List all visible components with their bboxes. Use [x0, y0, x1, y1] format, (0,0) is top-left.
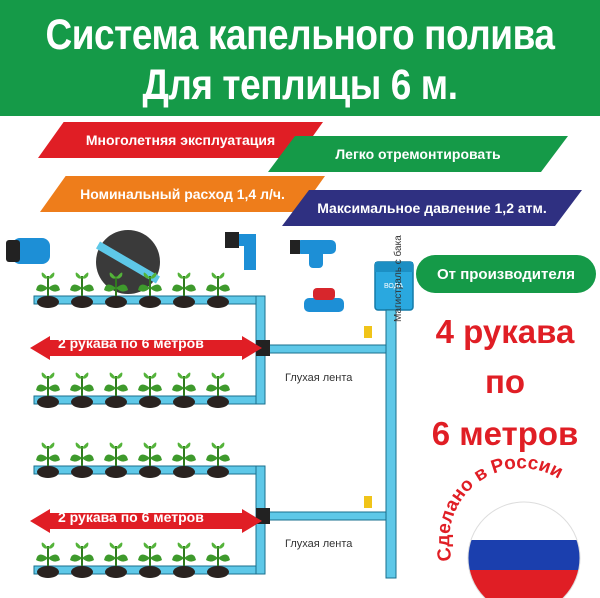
- feature-banner-repair: Легко отремонтировать: [268, 136, 568, 172]
- valve-photo: [304, 288, 344, 312]
- water-tank: [374, 261, 414, 311]
- feature-banner-longevity: Многолетняя эксплуатация: [38, 122, 323, 158]
- feature-banner-pressure: Максимальное давление 1,2 атм.: [282, 190, 582, 226]
- blind-tape-label-top: Глухая лента: [285, 372, 353, 384]
- big-text-line-1: 4 рукава: [435, 313, 575, 350]
- header-banner: Система капельного полива Для теплицы 6 …: [0, 0, 600, 116]
- blind-tape-label-bottom: Глухая лента: [285, 538, 353, 550]
- tank-label: ВОДА: [384, 283, 404, 290]
- elbow-fitting-photo: [225, 232, 256, 270]
- arrow-label-top: 2 рукава по 6 метров: [58, 335, 204, 351]
- title-line-1: Система капельного полива: [45, 11, 555, 59]
- title-line-2: Для теплицы 6 м.: [142, 61, 458, 109]
- arrow-label-bottom: 2 рукава по 6 метров: [58, 509, 204, 525]
- big-text-line-3: 6 метров: [431, 415, 579, 452]
- tee-fitting-photo: [290, 240, 336, 268]
- russia-flag-stamp: Сделано в России: [433, 452, 581, 598]
- big-text-line-2: по: [484, 363, 526, 400]
- feature-banner-flow: Номинальный расход 1,4 л/ч.: [40, 176, 325, 212]
- fitting-photo-1: [6, 238, 50, 264]
- producer-badge: От производителя: [416, 255, 596, 293]
- main-line-label: Магистраль с бака: [393, 235, 404, 322]
